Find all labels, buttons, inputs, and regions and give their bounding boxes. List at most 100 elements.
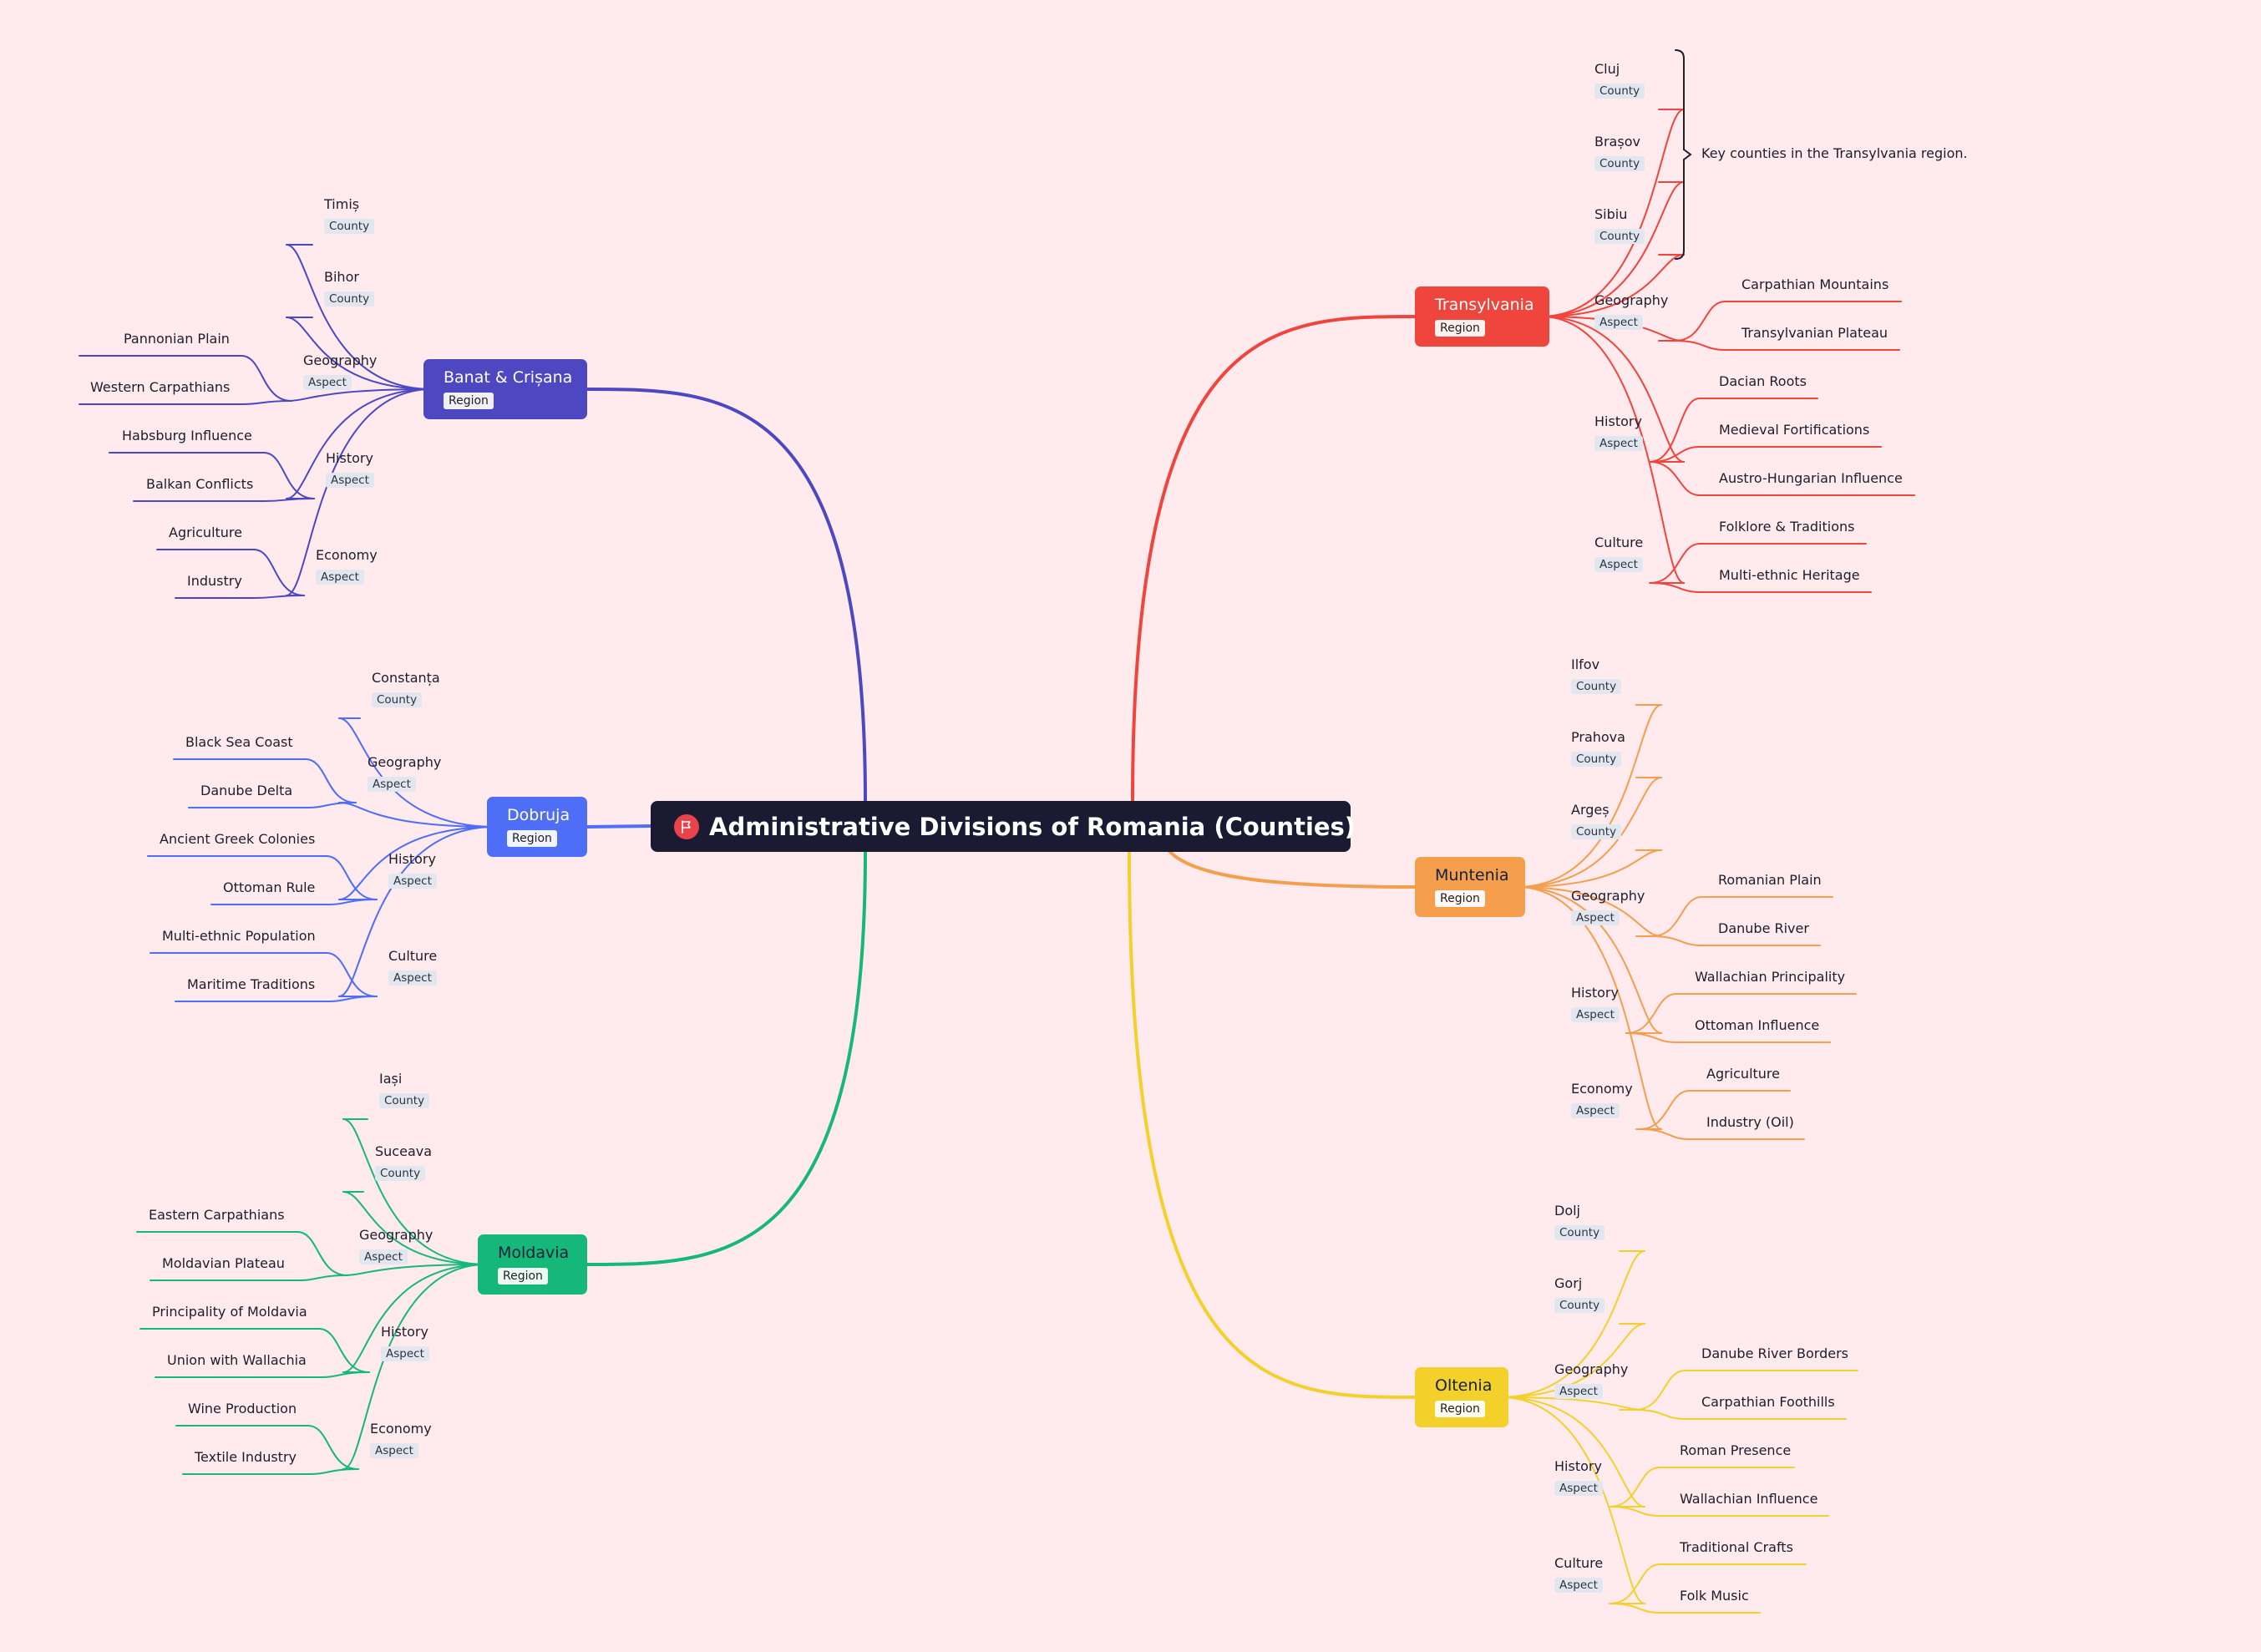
connector-leaf: [150, 952, 378, 997]
leaf-label: Ottoman Rule: [223, 879, 316, 895]
connector-leaf: [1625, 993, 1857, 1034]
leaf-label: Danube Delta: [200, 783, 293, 798]
child-label: Geography: [303, 352, 378, 368]
leaf-label: Austro-Hungarian Influence: [1719, 470, 1903, 486]
child-tag: County: [1594, 84, 1645, 99]
connector-child: [338, 826, 496, 997]
connector-leaf: [1609, 1603, 1761, 1614]
leaf-label: Carpathian Mountains: [1741, 276, 1889, 292]
child-label: History: [326, 450, 373, 466]
leaf-label: Multi-ethnic Population: [162, 928, 316, 944]
connector-leaf: [1649, 543, 1867, 584]
child-label: Dolj: [1554, 1203, 1580, 1219]
child-label: Sibiu: [1594, 206, 1628, 222]
connector-leaf: [1608, 1467, 1795, 1508]
connector-leaf: [1648, 446, 1882, 463]
leaf-label: Eastern Carpathians: [149, 1207, 285, 1223]
region-label: Transylvania: [1435, 296, 1534, 314]
connector-child: [1540, 316, 1685, 342]
connector-child: [338, 826, 496, 900]
connector-leaf: [173, 758, 357, 803]
child-tag: Aspect: [1571, 910, 1620, 925]
leaf-label: Dacian Roots: [1719, 373, 1807, 389]
connector-child: [1540, 109, 1685, 317]
connector-child: [1540, 316, 1685, 463]
leaf-label: Western Carpathians: [90, 379, 231, 395]
child-tag: Aspect: [388, 874, 437, 889]
connector-leaf: [175, 595, 305, 599]
connector-leaf: [150, 1274, 348, 1281]
region-label: Oltenia: [1435, 1376, 1493, 1395]
connector-child: [1516, 777, 1662, 888]
leaf-label: Textile Industry: [195, 1449, 297, 1465]
connector-leaf: [1609, 1563, 1807, 1604]
annotation-bracket: [1675, 49, 1692, 260]
connector-child: [338, 802, 496, 828]
child-label: Prahova: [1571, 729, 1625, 745]
leaf-label: Industry: [187, 573, 242, 589]
child-label: History: [388, 851, 436, 867]
connector-leaf: [182, 1468, 359, 1475]
child-label: Gorj: [1554, 1275, 1583, 1291]
child-tag: Aspect: [326, 473, 374, 488]
child-label: Geography: [1554, 1361, 1629, 1377]
child-tag: County: [324, 219, 375, 234]
connector-leaf: [156, 549, 305, 596]
root-topic[interactable]: Administrative Divisions of Romania (Cou…: [651, 801, 1356, 852]
child-label: Economy: [370, 1421, 432, 1437]
connector-child: [1516, 849, 1662, 888]
child-tag: Aspect: [303, 375, 352, 390]
connector-leaf: [175, 996, 378, 1002]
root-title: Administrative Divisions of Romania (Cou…: [709, 812, 1356, 841]
connector-child: [1499, 1250, 1645, 1398]
child-label: Culture: [1554, 1555, 1604, 1571]
leaf-label: Pannonian Plain: [124, 331, 230, 347]
child-label: Suceava: [375, 1143, 433, 1159]
leaf-label: Balkan Conflicts: [146, 476, 254, 492]
leaf-label: Ottoman Influence: [1695, 1017, 1820, 1033]
connector-child: [1540, 181, 1685, 317]
connector-leaf: [188, 802, 357, 808]
connector-child: [1499, 1396, 1645, 1604]
child-label: Geography: [359, 1227, 433, 1243]
connector-leaf: [139, 1328, 370, 1373]
connector-child: [1516, 886, 1662, 937]
connector-leaf: [1608, 1506, 1829, 1517]
child-tag: Aspect: [359, 1249, 408, 1264]
connector-leaf: [133, 498, 315, 502]
child-tag: County: [372, 692, 423, 707]
connector-root-muntenia: [1168, 849, 1417, 889]
child-label: Economy: [1571, 1081, 1633, 1097]
leaf-label: Moldavian Plateau: [162, 1255, 285, 1271]
connector-leaf: [147, 855, 378, 900]
region-tag: Region: [1435, 1401, 1485, 1417]
child-tag: County: [1571, 824, 1622, 839]
child-label: Economy: [316, 547, 378, 563]
child-tag: County: [1554, 1225, 1605, 1240]
leaf-label: Union with Wallachia: [167, 1352, 307, 1368]
connector-leaf: [1634, 1370, 1858, 1411]
connector-root-banat: [586, 388, 867, 803]
connector-leaf: [1648, 398, 1818, 463]
region-label: Muntenia: [1435, 866, 1509, 884]
leaf-label: Maritime Traditions: [187, 976, 316, 992]
leaf-label: Black Sea Coast: [185, 734, 293, 750]
region-label: Moldavia: [498, 1244, 570, 1262]
connector-leaf: [1634, 1409, 1847, 1420]
connector-child: [1499, 1323, 1645, 1398]
leaf-label: Wallachian Principality: [1695, 969, 1846, 985]
leaf-label: Agriculture: [169, 524, 242, 540]
connector-leaf: [1674, 340, 1900, 351]
child-label: History: [1571, 985, 1619, 1001]
child-label: Timiș: [324, 196, 360, 212]
connector-child: [1516, 886, 1662, 1130]
connector-root-moldavia: [586, 849, 867, 1266]
leaf-label: Industry (Oil): [1706, 1114, 1794, 1130]
